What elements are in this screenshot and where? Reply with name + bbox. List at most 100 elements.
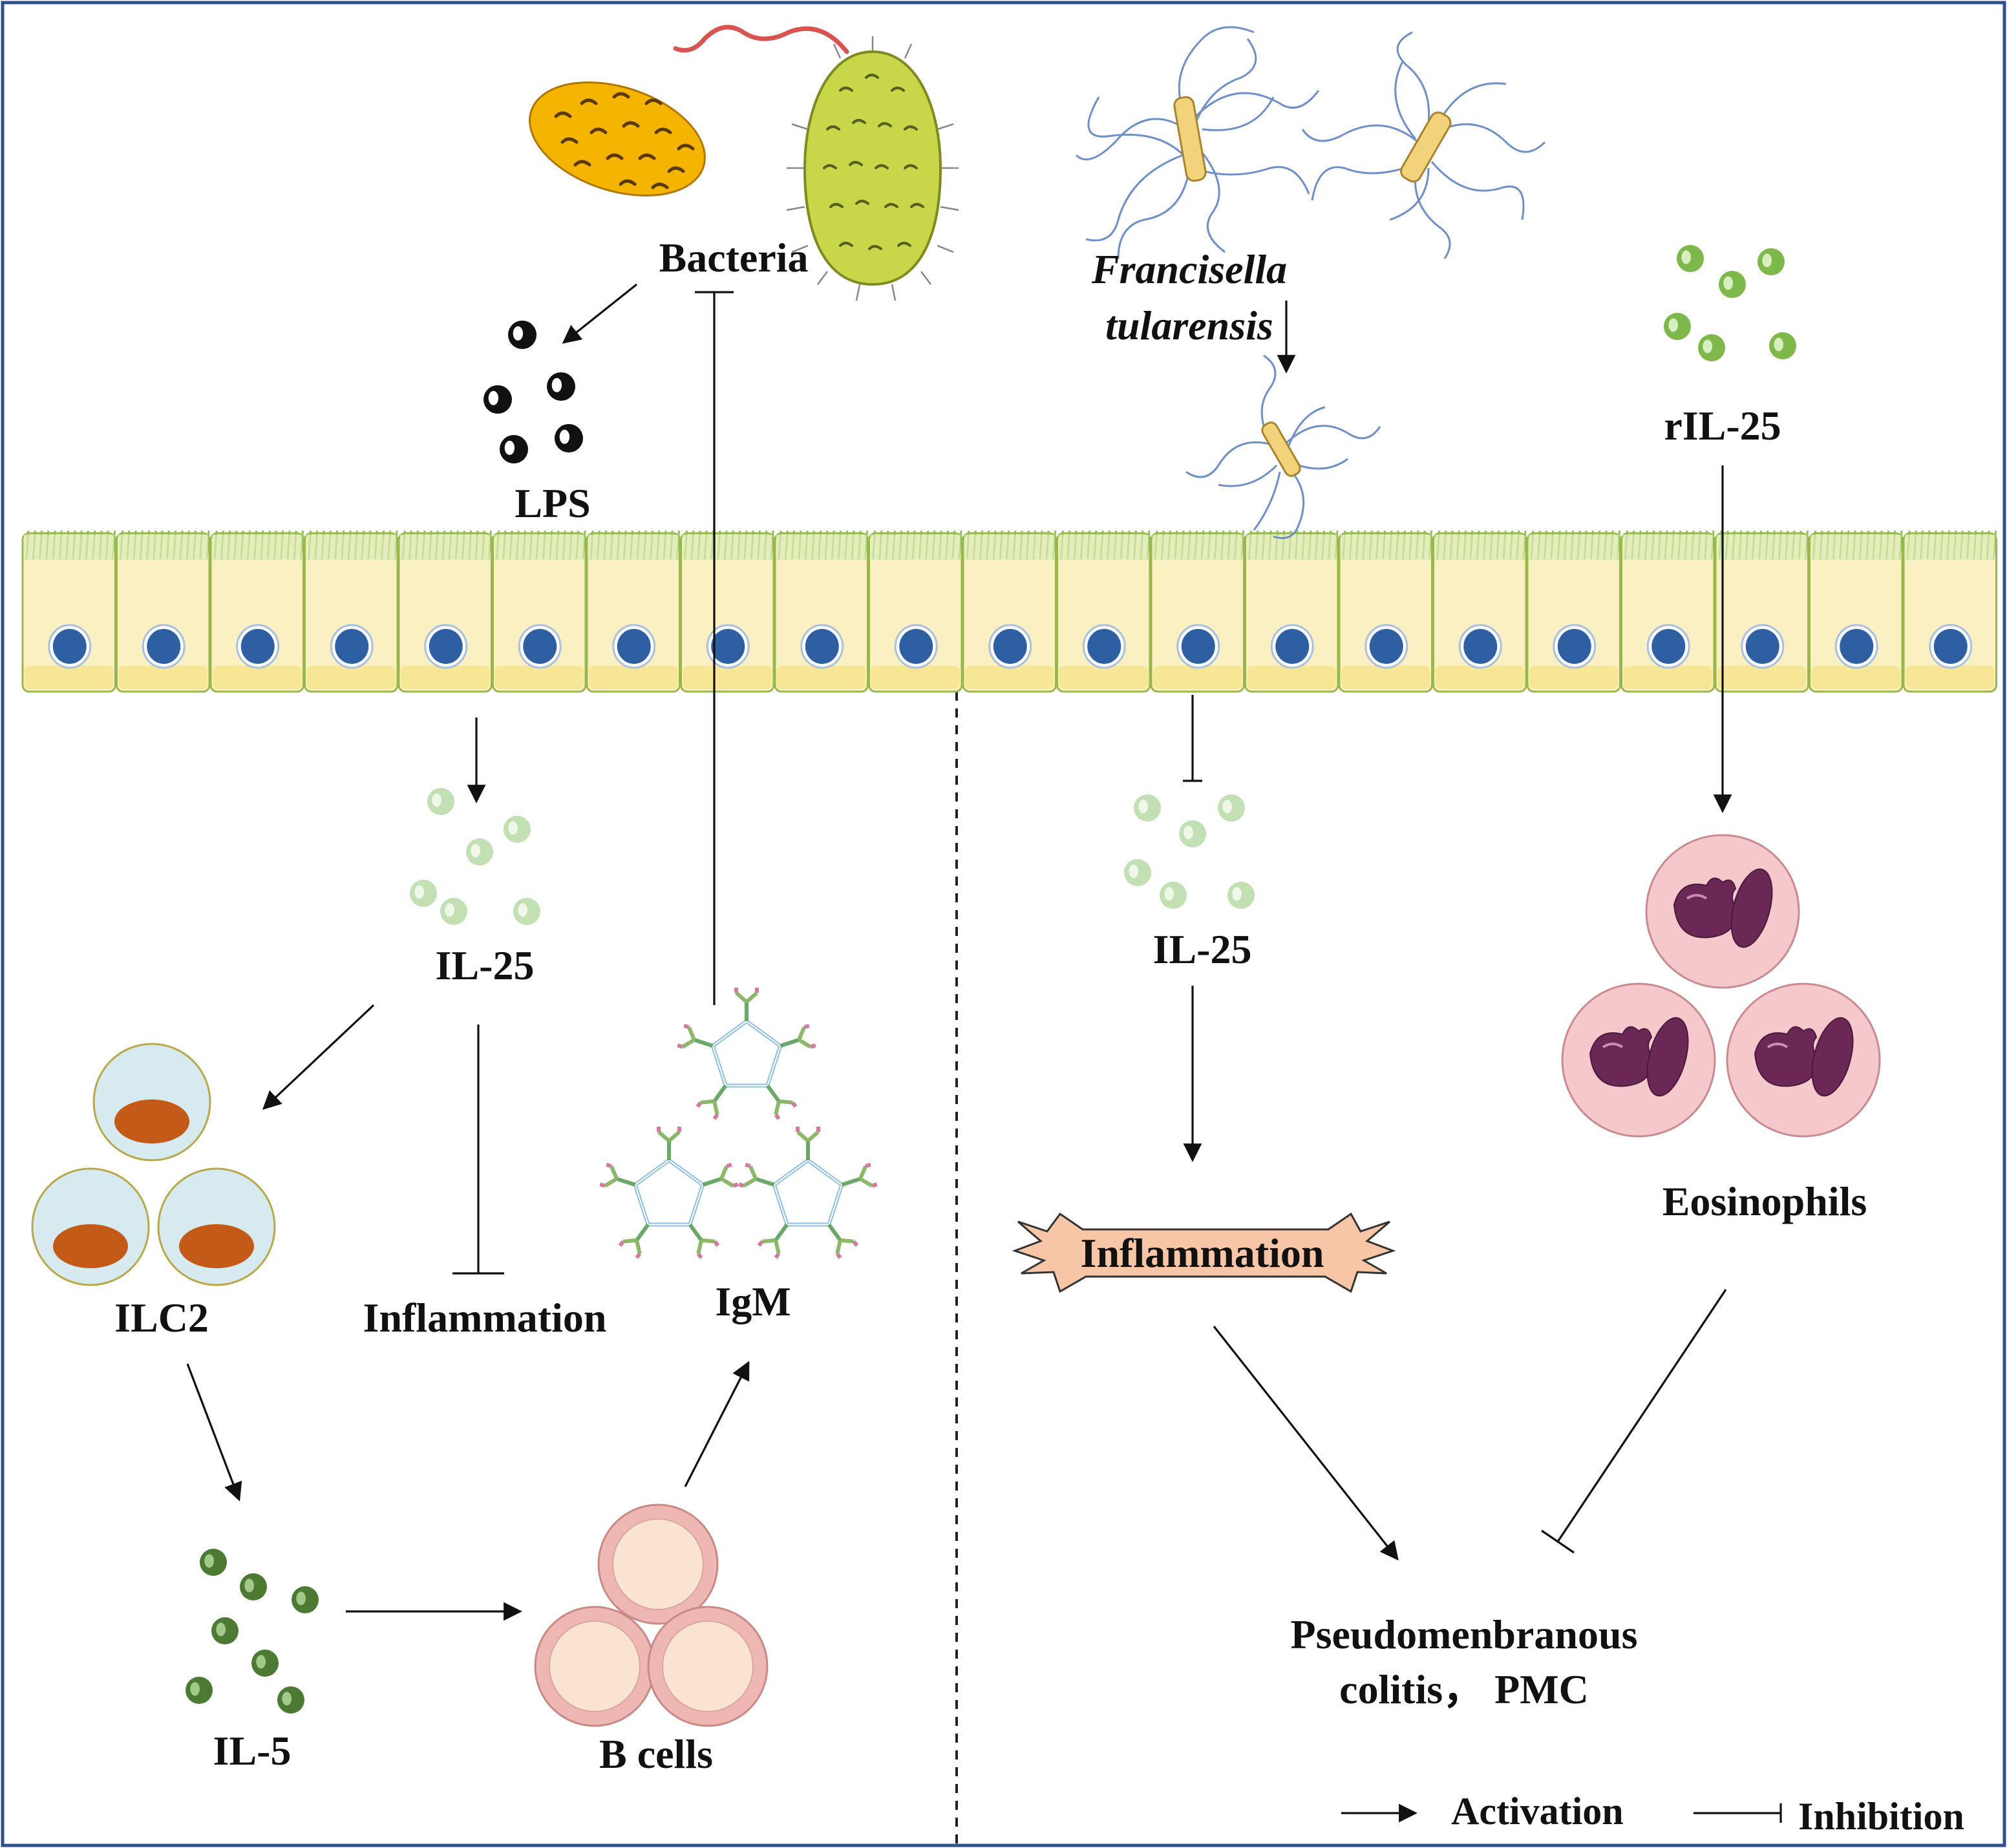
il25-molecule-icon xyxy=(1160,882,1187,909)
arrow-ilc2-to-il5 xyxy=(186,1363,242,1502)
ril25-molecule-icon xyxy=(1698,334,1725,361)
ril25-molecule-icon xyxy=(1769,332,1796,359)
eosinophils-label: Eosinophils xyxy=(1662,1178,1867,1224)
b-cell-icon xyxy=(534,1606,655,1727)
il25-molecule-icon xyxy=(1124,859,1151,886)
epithelial-cell xyxy=(398,530,493,693)
ril25-molecule-icon xyxy=(1664,313,1691,340)
pmc-label-line1: Pseudomenbranous xyxy=(1291,1611,1638,1657)
arrow-bacteria-to-lps xyxy=(562,283,637,344)
inflammation-right-label: Inflammation xyxy=(1081,1230,1324,1276)
epithelial-cell xyxy=(868,530,963,693)
francisella-bacterium-icon xyxy=(1075,26,1320,259)
ril25-label: rIL-25 xyxy=(1664,403,1781,449)
epithelial-cell xyxy=(1714,530,1809,693)
epithelial-cell xyxy=(492,530,587,693)
inflammation-box xyxy=(1012,1212,1396,1293)
igm-pentamers-icon xyxy=(599,988,878,1259)
igm-pentamer-icon xyxy=(677,988,816,1120)
il25-left-dots xyxy=(410,788,540,925)
il25-molecule-icon xyxy=(1179,820,1206,847)
ilc2-cell-icon xyxy=(92,1043,211,1162)
epithelial-cell xyxy=(1526,530,1621,693)
epithelial-cell xyxy=(209,530,304,693)
nucleus-icon xyxy=(1651,629,1686,664)
lps-label: LPS xyxy=(515,480,590,526)
ril25-dots xyxy=(1664,245,1796,361)
igm-pentamer-icon xyxy=(738,1127,878,1259)
eosinophil-icon xyxy=(1645,834,1800,989)
lps-molecule-icon xyxy=(555,424,583,452)
il25-right-label: IL-25 xyxy=(1153,926,1252,972)
epithelial-cell xyxy=(586,530,681,693)
epithelium-layer xyxy=(21,530,1997,693)
ilc2-cell-icon xyxy=(157,1167,276,1286)
inflammation-left-label: Inflammation xyxy=(363,1295,607,1341)
ril25-molecule-icon xyxy=(1719,271,1746,298)
pmc-label-line2: colitis， PMC xyxy=(1339,1666,1589,1712)
il25-molecule-icon xyxy=(1218,794,1245,822)
epithelial-cell xyxy=(774,530,869,693)
il25-molecule-icon xyxy=(1134,794,1161,822)
epithelial-cell xyxy=(116,530,211,693)
legend-inhibition-label: Inhibition xyxy=(1798,1795,1964,1838)
epithelial-cell xyxy=(1809,530,1904,693)
b-cells-label: B cells xyxy=(599,1731,713,1777)
il5-molecule-icon xyxy=(292,1586,319,1613)
epithelial-cell xyxy=(1620,530,1715,693)
inhibition-eosinophils-to-pmc xyxy=(1556,1289,1727,1542)
il25-molecule-icon xyxy=(466,838,493,866)
il25-molecule-icon xyxy=(504,816,531,843)
arrow-inflammation-to-pmc xyxy=(1213,1326,1399,1561)
lps-molecule-icon xyxy=(508,321,536,349)
epithelial-cell xyxy=(1902,530,1997,693)
il25-molecule-icon xyxy=(410,880,437,907)
nucleus-icon xyxy=(335,629,369,664)
nucleus-icon xyxy=(1275,629,1310,664)
nucleus-icon xyxy=(523,629,557,664)
nucleus-icon xyxy=(1840,629,1874,664)
nucleus-icon xyxy=(993,629,1027,664)
ril25-molecule-icon xyxy=(1757,248,1785,275)
igm-label: IgM xyxy=(715,1279,791,1324)
francisella-bacterium-icon-2 xyxy=(1301,31,1546,259)
b-cell-icon xyxy=(597,1503,719,1625)
b-cell-icon xyxy=(647,1606,769,1727)
epithelial-cell xyxy=(680,530,775,693)
epithelial-cell xyxy=(304,530,399,693)
epithelial-cell xyxy=(962,530,1057,693)
ilc2-cell-icon xyxy=(31,1167,150,1286)
lps-dots xyxy=(483,321,583,463)
nucleus-icon xyxy=(429,629,463,664)
inhibition-bar-pmc xyxy=(1541,1529,1575,1554)
nucleus-icon xyxy=(711,629,745,664)
lps-molecule-icon xyxy=(483,385,512,414)
lps-molecule-icon xyxy=(500,435,528,463)
francisella-label-line1: Francisella xyxy=(1091,246,1287,292)
arrow-il25-to-ilc2 xyxy=(262,1004,375,1110)
legend: Activation Inhibition xyxy=(1341,1790,1964,1838)
epithelial-cell xyxy=(1432,530,1527,693)
nucleus-icon xyxy=(147,629,181,664)
francisella-at-epithelium-icon xyxy=(1185,354,1381,539)
lps-molecule-icon xyxy=(547,372,575,401)
bacterium-orange-icon xyxy=(529,81,706,197)
epithelial-cell xyxy=(1056,530,1151,693)
nucleus-icon xyxy=(1369,629,1403,664)
il5-molecule-icon xyxy=(277,1686,304,1714)
arrow-bcells-to-igm xyxy=(684,1361,750,1487)
ril25-molecule-icon xyxy=(1677,245,1704,272)
nucleus-icon xyxy=(1463,629,1498,664)
legend-activation-label: Activation xyxy=(1451,1790,1624,1832)
il25-right-dots xyxy=(1124,794,1255,909)
il5-molecule-icon xyxy=(240,1573,267,1600)
nucleus-icon xyxy=(899,629,933,664)
il5-molecule-icon xyxy=(251,1650,279,1677)
nucleus-icon xyxy=(805,629,839,664)
il25-molecule-icon xyxy=(427,788,454,815)
il5-dots xyxy=(186,1549,319,1714)
il5-label: IL-5 xyxy=(213,1728,292,1774)
